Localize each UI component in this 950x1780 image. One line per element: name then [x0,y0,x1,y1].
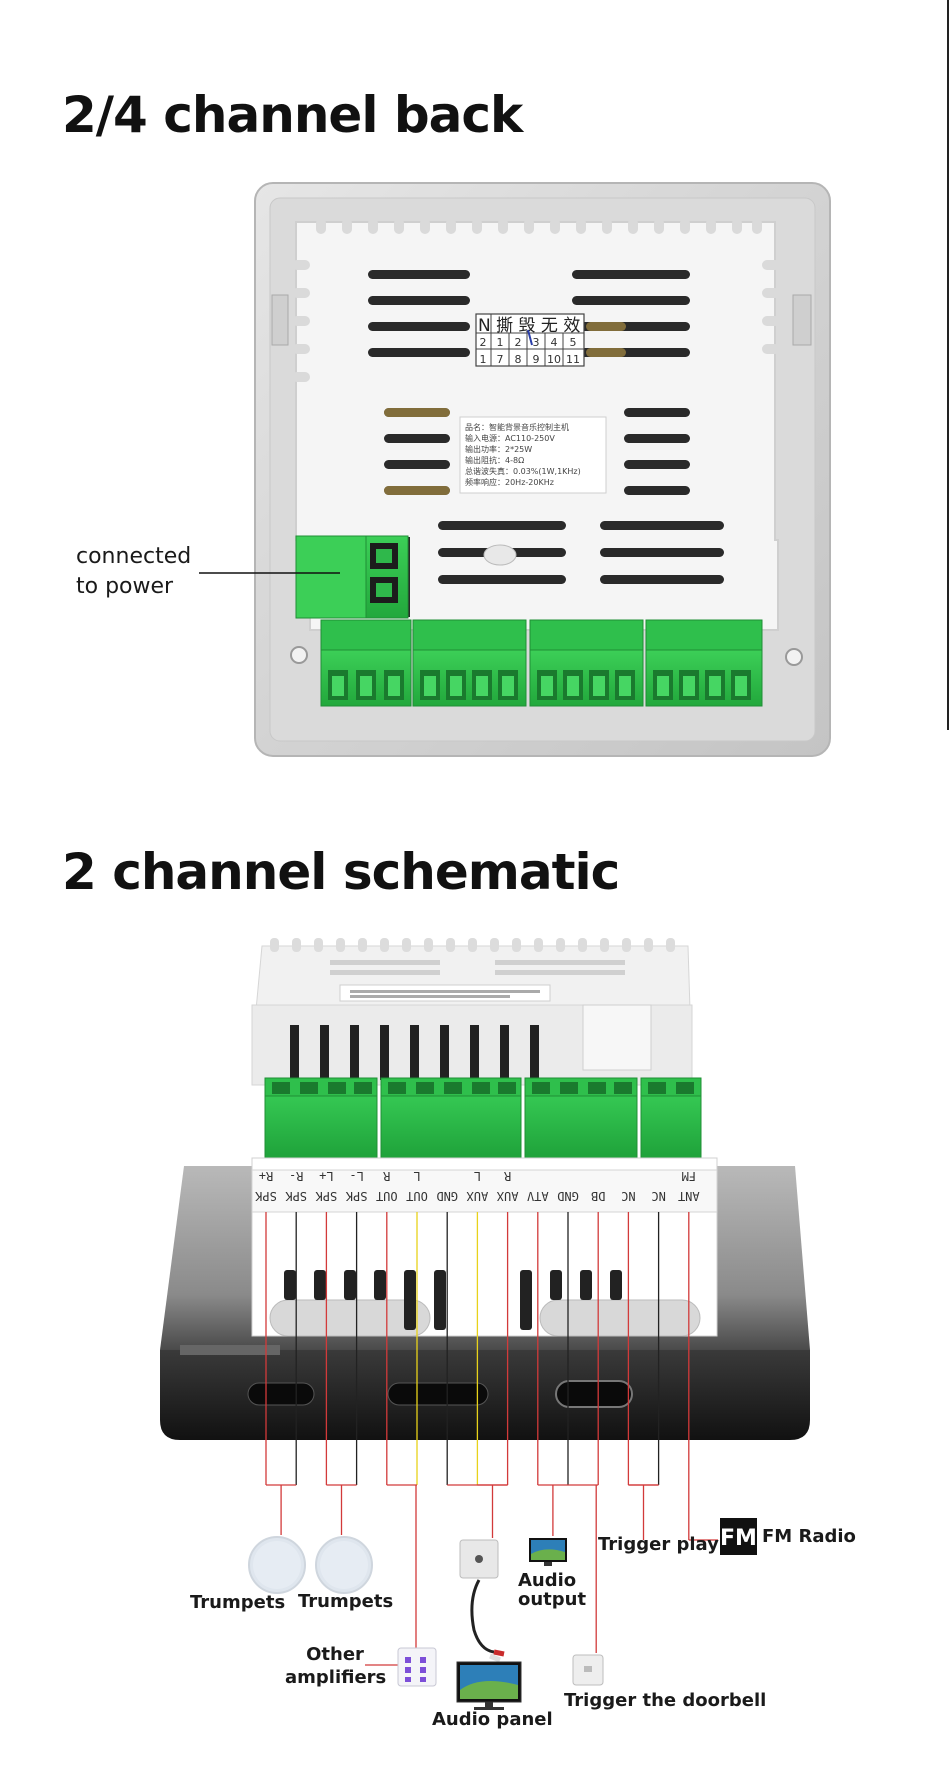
svg-text:输出功率：2*25W: 输出功率：2*25W [465,444,532,454]
svg-text:输出阻抗：4-8Ω: 输出阻抗：4-8Ω [465,455,524,465]
terminal-label-top: L- [349,1169,363,1183]
aux-wall-plate-icon [459,1539,505,1663]
label-audio-panel: Audio panel [432,1709,553,1730]
terminal-label-bottom: ANT [678,1189,700,1203]
terminal-label-bottom: DB [591,1189,605,1203]
power-callout-line1: connected [76,544,192,569]
sticker-header: N 撕 毁 无 效 [478,316,580,336]
trumpet-right-icon [315,1536,373,1594]
label-trigger-doorbell: Trigger the doorbell [564,1690,767,1711]
speaker-terminal-blocks [320,619,763,707]
label-audio-output-line2: output [518,1589,587,1610]
connector-blocks [264,1077,702,1159]
terminal-labels: R+ SPK R- SPK L+ SPK L- SPK R OUT L OUT GND L AUX R AUX A… [254,1169,699,1203]
terminal-label-top: L [474,1169,481,1183]
section-title-schematic: 2 channel schematic [62,843,620,901]
svg-text:9: 9 [533,353,540,366]
svg-text:7: 7 [497,353,504,366]
svg-text:3: 3 [533,336,540,349]
label-audio-output-line1: Audio [518,1570,577,1591]
fm-badge-icon [720,1518,757,1555]
terminal-label-top: R+ [259,1169,273,1183]
label-other-amplifiers-line1: Other [306,1644,364,1665]
mounting-plate [160,1157,810,1440]
doorbell-button-icon [572,1654,604,1686]
trumpet-left-icon [248,1536,306,1594]
label-trigger-play: Trigger play [598,1534,719,1555]
label-trumpets-left: Trumpets [190,1592,286,1613]
svg-text:1: 1 [480,353,487,366]
terminal-label-top: L [413,1169,420,1183]
svg-text:输入电源：AC110-250V: 输入电源：AC110-250V [465,433,555,443]
screw-hole-right [785,648,803,666]
terminal-label-bottom: SPK [345,1189,367,1203]
terminal-label-strip [251,1169,718,1213]
terminal-label-top: R- [289,1169,303,1183]
warranty-sticker: N 撕 毁 无 效 2 1 2 3 4 5 1 7 8 9 10 11 [475,313,585,367]
svg-text:8: 8 [515,353,522,366]
terminal-label-bottom: SPK [285,1189,307,1203]
audio-output-monitor-icon [529,1538,567,1566]
vent-slots [368,270,724,584]
terminal-label-bottom: AUX [466,1189,488,1203]
section-title-back: 2/4 channel back [62,86,523,144]
label-fm-radio: FM Radio [762,1526,856,1547]
amplifier-panel-icon [397,1647,437,1687]
screw-hole-left [290,646,308,664]
svg-text:频率响应：20Hz-20KHz: 频率响应：20Hz-20KHz [465,477,554,487]
terminal-label-bottom: NC [651,1189,665,1203]
power-terminal-block [295,535,410,619]
svg-text:4: 4 [551,336,558,349]
svg-text:10: 10 [547,353,561,366]
svg-text:2: 2 [480,336,487,349]
terminal-label-bottom: GND [557,1189,579,1203]
terminal-label-top: R [503,1169,511,1183]
label-trumpets-right: Trumpets [298,1591,394,1612]
terminal-label-bottom: NC [621,1189,635,1203]
power-callout-line2: to power [76,574,174,599]
device-housing-top [251,938,693,1086]
svg-text:11: 11 [566,353,580,366]
housing-notches [292,218,780,382]
terminal-label-bottom: ATV [527,1189,549,1203]
terminal-label-top: FM [682,1169,696,1183]
label-other-amplifiers-line2: amplifiers [285,1667,387,1688]
back-panel-illustration: N 撕 毁 无 效 2 1 2 3 4 5 1 7 8 9 10 11 品名：智… [199,182,831,757]
svg-text:1: 1 [497,336,504,349]
terminal-label-bottom: SPK [315,1189,337,1203]
terminal-label-top: L+ [319,1169,333,1183]
svg-text:2: 2 [515,336,522,349]
terminal-label-bottom: OUT [406,1189,428,1203]
svg-text:品名：智能背景音乐控制主机: 品名：智能背景音乐控制主机 [465,422,569,432]
svg-text:5: 5 [570,336,577,349]
fm-badge-text: FM [720,1526,757,1551]
terminal-label-bottom: AUX [496,1189,518,1203]
page-edge-rule [947,0,949,730]
terminal-label-top: R [382,1169,390,1183]
svg-text:总谐波失真：0.03%(1W,1KHz): 总谐波失真：0.03%(1W,1KHz) [465,466,581,476]
audio-panel-monitor-icon [456,1661,522,1710]
terminal-label-bottom: SPK [254,1189,276,1203]
spec-label: 品名：智能背景音乐控制主机 输入电源：AC110-250V 输出功率：2*25W… [459,416,607,494]
terminal-label-bottom: GND [436,1189,458,1203]
terminal-label-bottom: OUT [376,1189,398,1203]
